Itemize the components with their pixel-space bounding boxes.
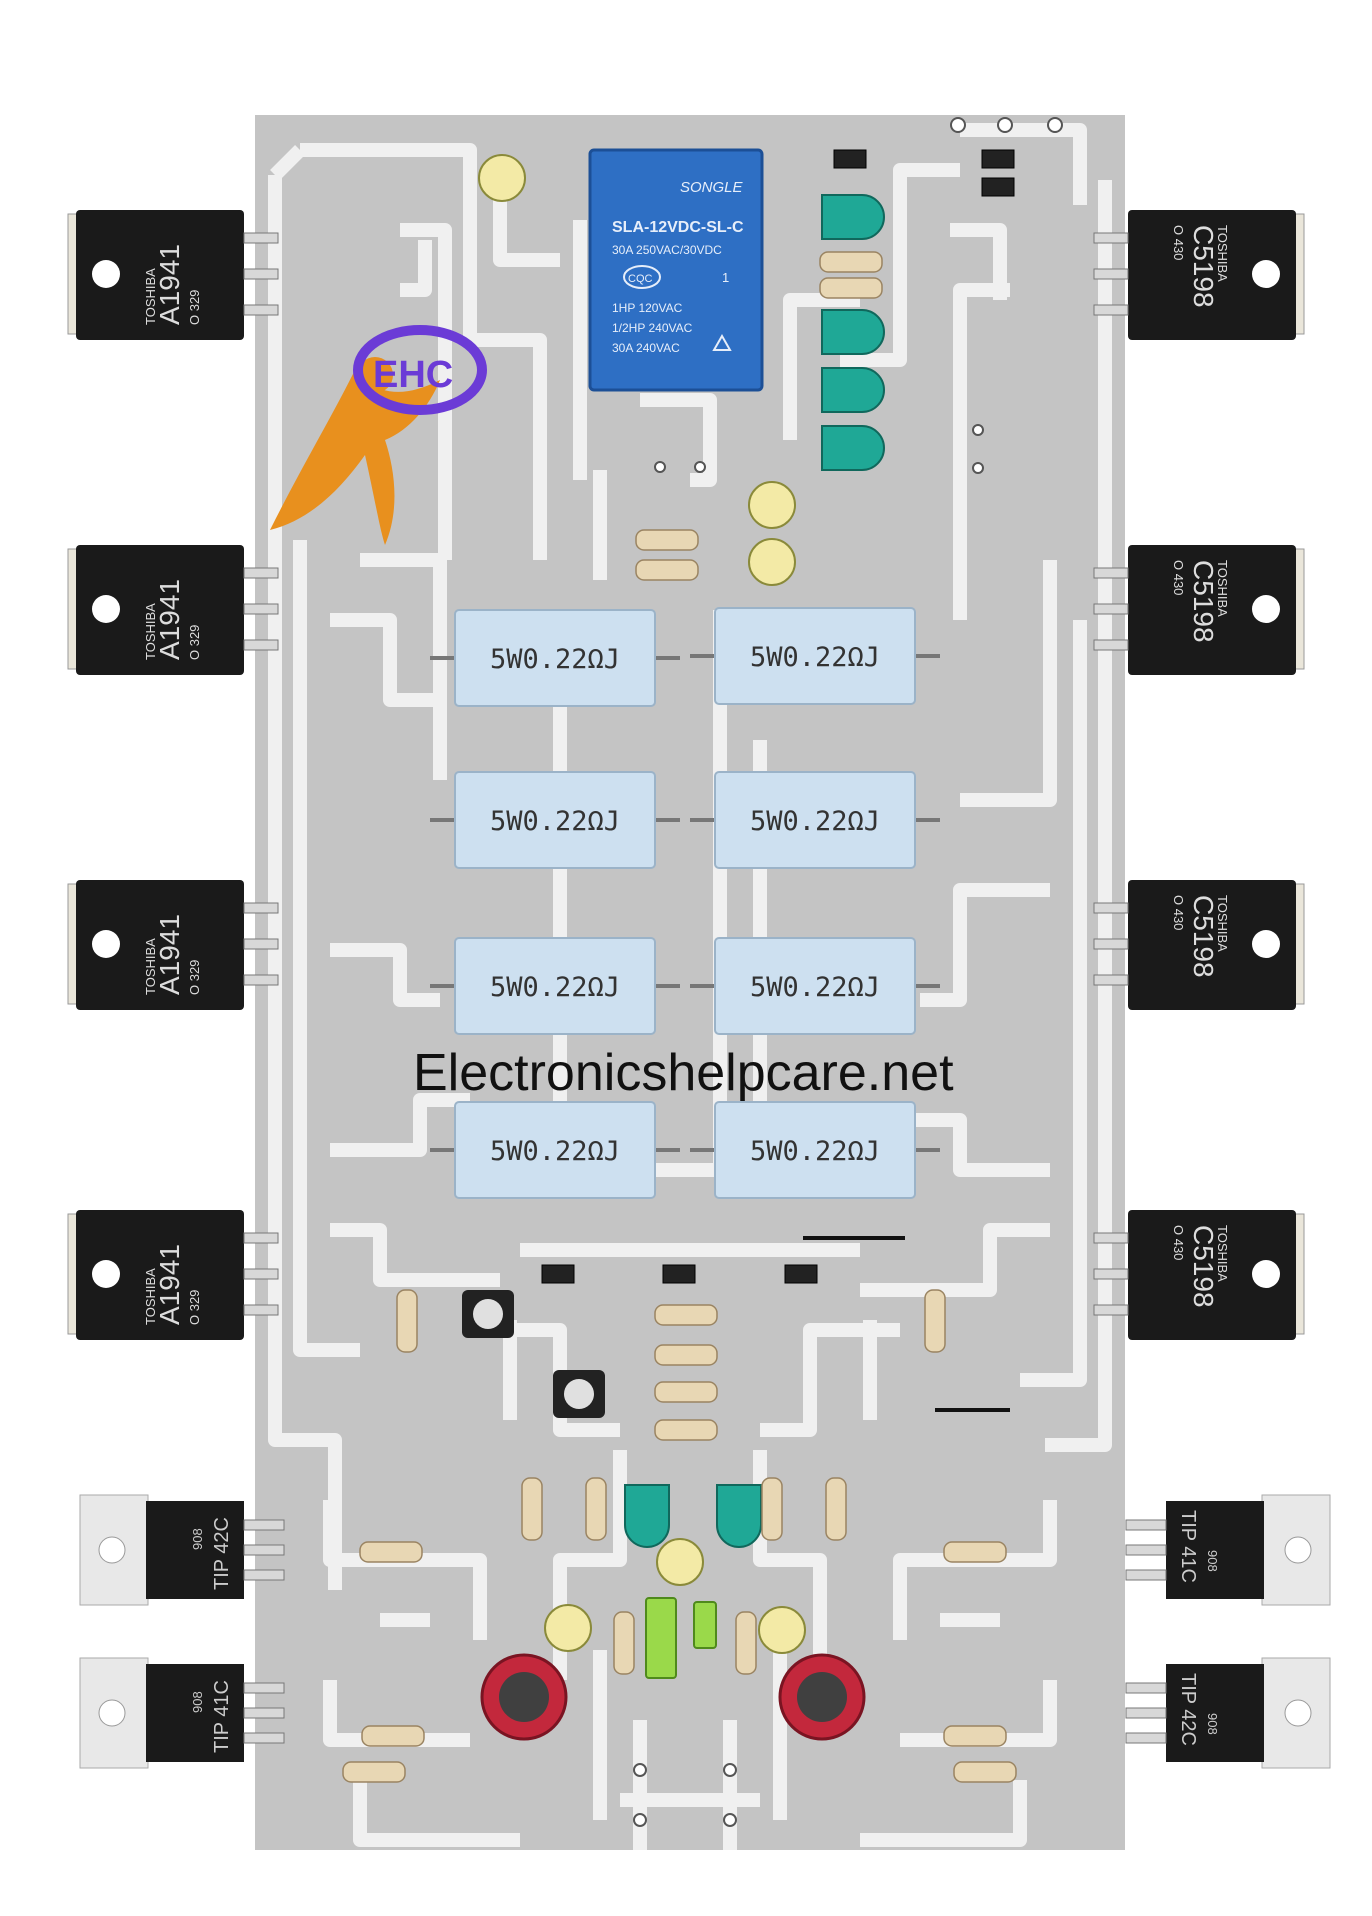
driver-model: TIP 41C xyxy=(1177,1510,1199,1583)
transistor-code: O 430 xyxy=(1171,1225,1186,1260)
transistor-code: O 430 xyxy=(1171,560,1186,595)
transistor-brand: TOSHIBA xyxy=(143,1268,158,1325)
driver-transistor: TIP 41C 908 xyxy=(1125,1494,1331,1606)
driver-model: TIP 42C xyxy=(211,1517,233,1590)
transistor-code: O 430 xyxy=(1171,225,1186,260)
transistor-model: C5198 xyxy=(1188,895,1219,978)
transistor-code: O 430 xyxy=(1171,895,1186,930)
resistor-label: 5W0.22ΩJ xyxy=(490,972,620,1003)
cement-power-resistor: 5W0.22ΩJ xyxy=(430,1101,680,1199)
cement-power-resistor: 5W0.22ΩJ xyxy=(690,937,940,1035)
film-capacitors xyxy=(645,1597,717,1679)
cement-power-resistor: 5W0.22ΩJ xyxy=(690,607,940,705)
watermark-text: Electronicshelpcare.net xyxy=(413,1044,954,1102)
relay-cert: CQC xyxy=(628,273,653,285)
resistor-label: 5W0.22ΩJ xyxy=(490,1136,620,1167)
driver-transistor: TIP 41C 908 xyxy=(79,1657,285,1769)
relay-rating1: 30A 250VAC/30VDC xyxy=(612,243,722,257)
jumper-wires xyxy=(803,1236,1010,1412)
relay-model: SLA-12VDC-SL-C xyxy=(612,219,744,236)
cement-power-resistor: 5W0.22ΩJ xyxy=(430,771,680,869)
driver-transistor: TIP 42C 908 xyxy=(1125,1657,1331,1769)
cqc-mark-icon xyxy=(623,265,661,289)
relay-rating2: 1HP 120VAC xyxy=(612,301,683,315)
transistor-brand: TOSHIBA xyxy=(143,938,158,995)
transistor-code: O 329 xyxy=(187,625,202,660)
transistor-brand: TOSHIBA xyxy=(143,268,158,325)
transistor-brand: TOSHIBA xyxy=(1215,560,1230,617)
cement-power-resistor: 5W0.22ΩJ xyxy=(690,771,940,869)
large-capacitors xyxy=(480,1653,866,1741)
cement-power-resistor: 5W0.22ΩJ xyxy=(430,937,680,1035)
driver-code: 908 xyxy=(1205,1550,1220,1572)
transistor-model: C5198 xyxy=(1188,225,1219,308)
transistor-model: C5198 xyxy=(1188,560,1219,643)
cement-power-resistor: 5W0.22ΩJ xyxy=(430,609,680,707)
electrolytic-capacitors xyxy=(478,154,806,1654)
resistor-label: 5W0.22ΩJ xyxy=(750,806,880,837)
transistor-model: A1941 xyxy=(154,1244,185,1325)
driver-code: 908 xyxy=(1205,1713,1220,1735)
small-resistors xyxy=(342,251,1017,1783)
transistor-brand: TOSHIBA xyxy=(143,603,158,660)
small-transistors xyxy=(624,194,885,1548)
transistor-code: O 329 xyxy=(187,960,202,995)
diodes xyxy=(541,149,1015,1284)
transistor-code: O 329 xyxy=(187,1290,202,1325)
relay-brand: SONGLE xyxy=(680,179,744,196)
triangle-mark-icon xyxy=(712,333,732,351)
trimmer-potentiometers xyxy=(462,1290,605,1418)
transistor-model: C5198 xyxy=(1188,1225,1219,1308)
transistor-code: O 329 xyxy=(187,290,202,325)
resistor-label: 5W0.22ΩJ xyxy=(490,644,620,675)
resistor-label: 5W0.22ΩJ xyxy=(750,1136,880,1167)
relay-rating3: 1/2HP 240VAC xyxy=(612,321,693,335)
driver-code: 908 xyxy=(190,1691,205,1713)
cement-power-resistor: 5W0.22ΩJ xyxy=(690,1101,940,1199)
transistor-brand: TOSHIBA xyxy=(1215,225,1230,282)
resistor-label: 5W0.22ΩJ xyxy=(490,806,620,837)
driver-model: TIP 41C xyxy=(211,1680,233,1753)
resistor-label: 5W0.22ΩJ xyxy=(750,972,880,1003)
ehc-logo-icon: EHC xyxy=(270,325,487,545)
relay-rating4: 30A 240VAC xyxy=(612,341,680,355)
driver-code: 908 xyxy=(190,1528,205,1550)
transistor-model: A1941 xyxy=(154,244,185,325)
relay: SONGLE SLA-12VDC-SL-C 30A 250VAC/30VDC C… xyxy=(588,148,764,392)
resistor-label: 5W0.22ΩJ xyxy=(750,642,880,673)
transistor-brand: TOSHIBA xyxy=(1215,1225,1230,1282)
logo-text: EHC xyxy=(373,354,453,396)
relay-pin-mark: 1 xyxy=(722,270,729,285)
transistor-model: A1941 xyxy=(154,914,185,995)
driver-model: TIP 42C xyxy=(1177,1673,1199,1746)
solder-pads xyxy=(633,117,1063,1827)
transistor-model: A1941 xyxy=(154,579,185,660)
driver-transistor: TIP 42C 908 xyxy=(79,1494,285,1606)
transistor-brand: TOSHIBA xyxy=(1215,895,1230,952)
